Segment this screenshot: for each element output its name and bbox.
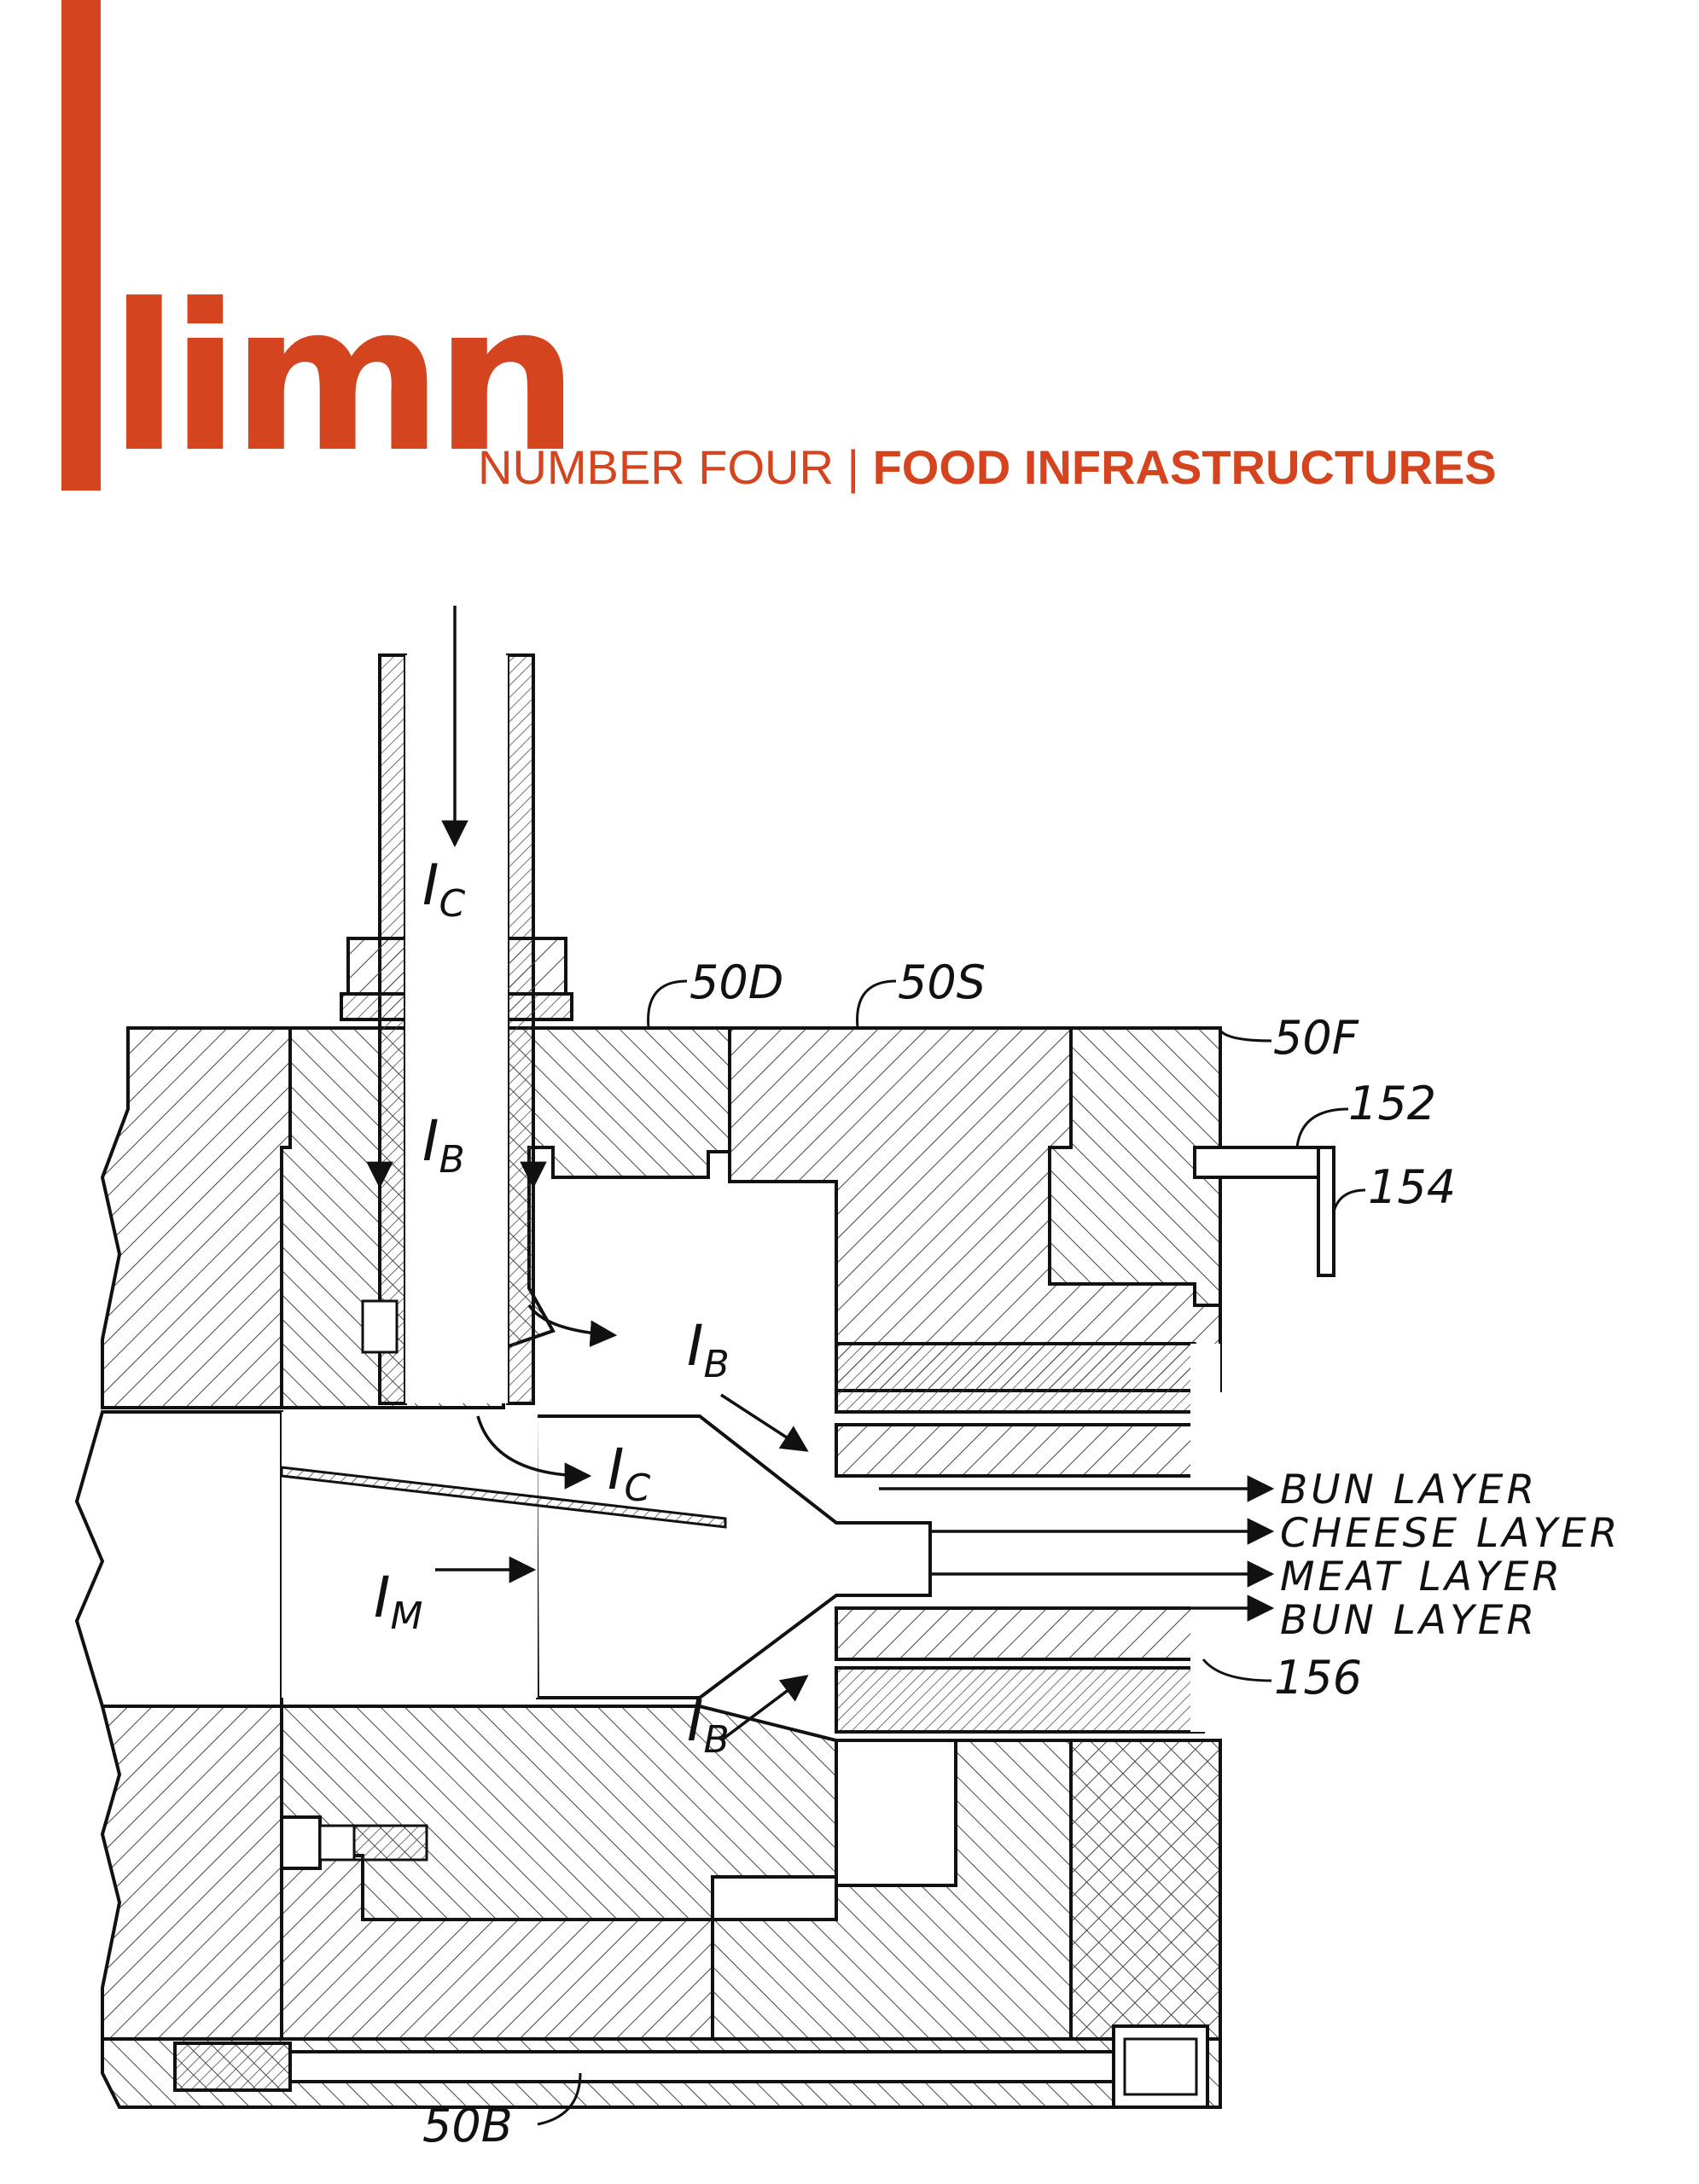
flow-label-ic-top: IC [422,852,465,926]
inner-passages [74,1410,932,1708]
part-labels: 50D 50S 50F 152 154 156 50B [422,956,1456,2152]
label-50d: 50D [689,956,783,1009]
flow-labels: IC IB IB IC IM IB [374,852,730,1762]
patent-extruder-diagram: 50D 50S 50F 152 154 156 50B IC IB IB IC … [74,606,1620,2152]
label-156: 156 [1274,1651,1362,1705]
label-154: 154 [1368,1160,1456,1214]
issue-separator: | [847,440,859,494]
label-bun-layer-bottom: BUN LAYER [1280,1597,1538,1644]
label-cheese-layer: CHEESE LAYER [1280,1510,1620,1557]
label-152: 152 [1348,1077,1436,1130]
label-bun-layer-top: BUN LAYER [1280,1467,1538,1513]
masthead-accent-bar [61,0,101,491]
issue-number: NUMBER FOUR [478,440,834,494]
flow-label-ib-upper: IB [422,1108,465,1182]
issue-title: FOOD INFRASTRUCTURES [872,440,1497,494]
flow-label-ib-lower: IB [687,1688,730,1762]
flow-label-ic-mid: IC [608,1437,650,1510]
housing-bottom [100,1705,1222,2109]
cheese-tube [340,653,573,1405]
flow-label-im: IM [374,1565,422,1638]
die-layers [835,1342,1220,1734]
masthead-issue-line: NUMBER FOUR | FOOD INFRASTRUCTURES [478,444,1497,491]
output-layer-labels: BUN LAYER CHEESE LAYER MEAT LAYER BUN LA… [1280,1467,1620,1644]
label-50s: 50S [898,956,986,1009]
leader-lines [537,979,1366,2126]
masthead-logo: limn [109,261,579,497]
flow-arrows [366,606,1275,1742]
sensor-bracket [1193,1146,1335,1277]
label-50f: 50F [1273,1011,1359,1065]
flow-label-ib-right: IB [687,1313,730,1386]
bolts [173,1815,1209,2109]
label-50b: 50B [422,2099,513,2152]
label-meat-layer: MEAT LAYER [1280,1554,1563,1600]
